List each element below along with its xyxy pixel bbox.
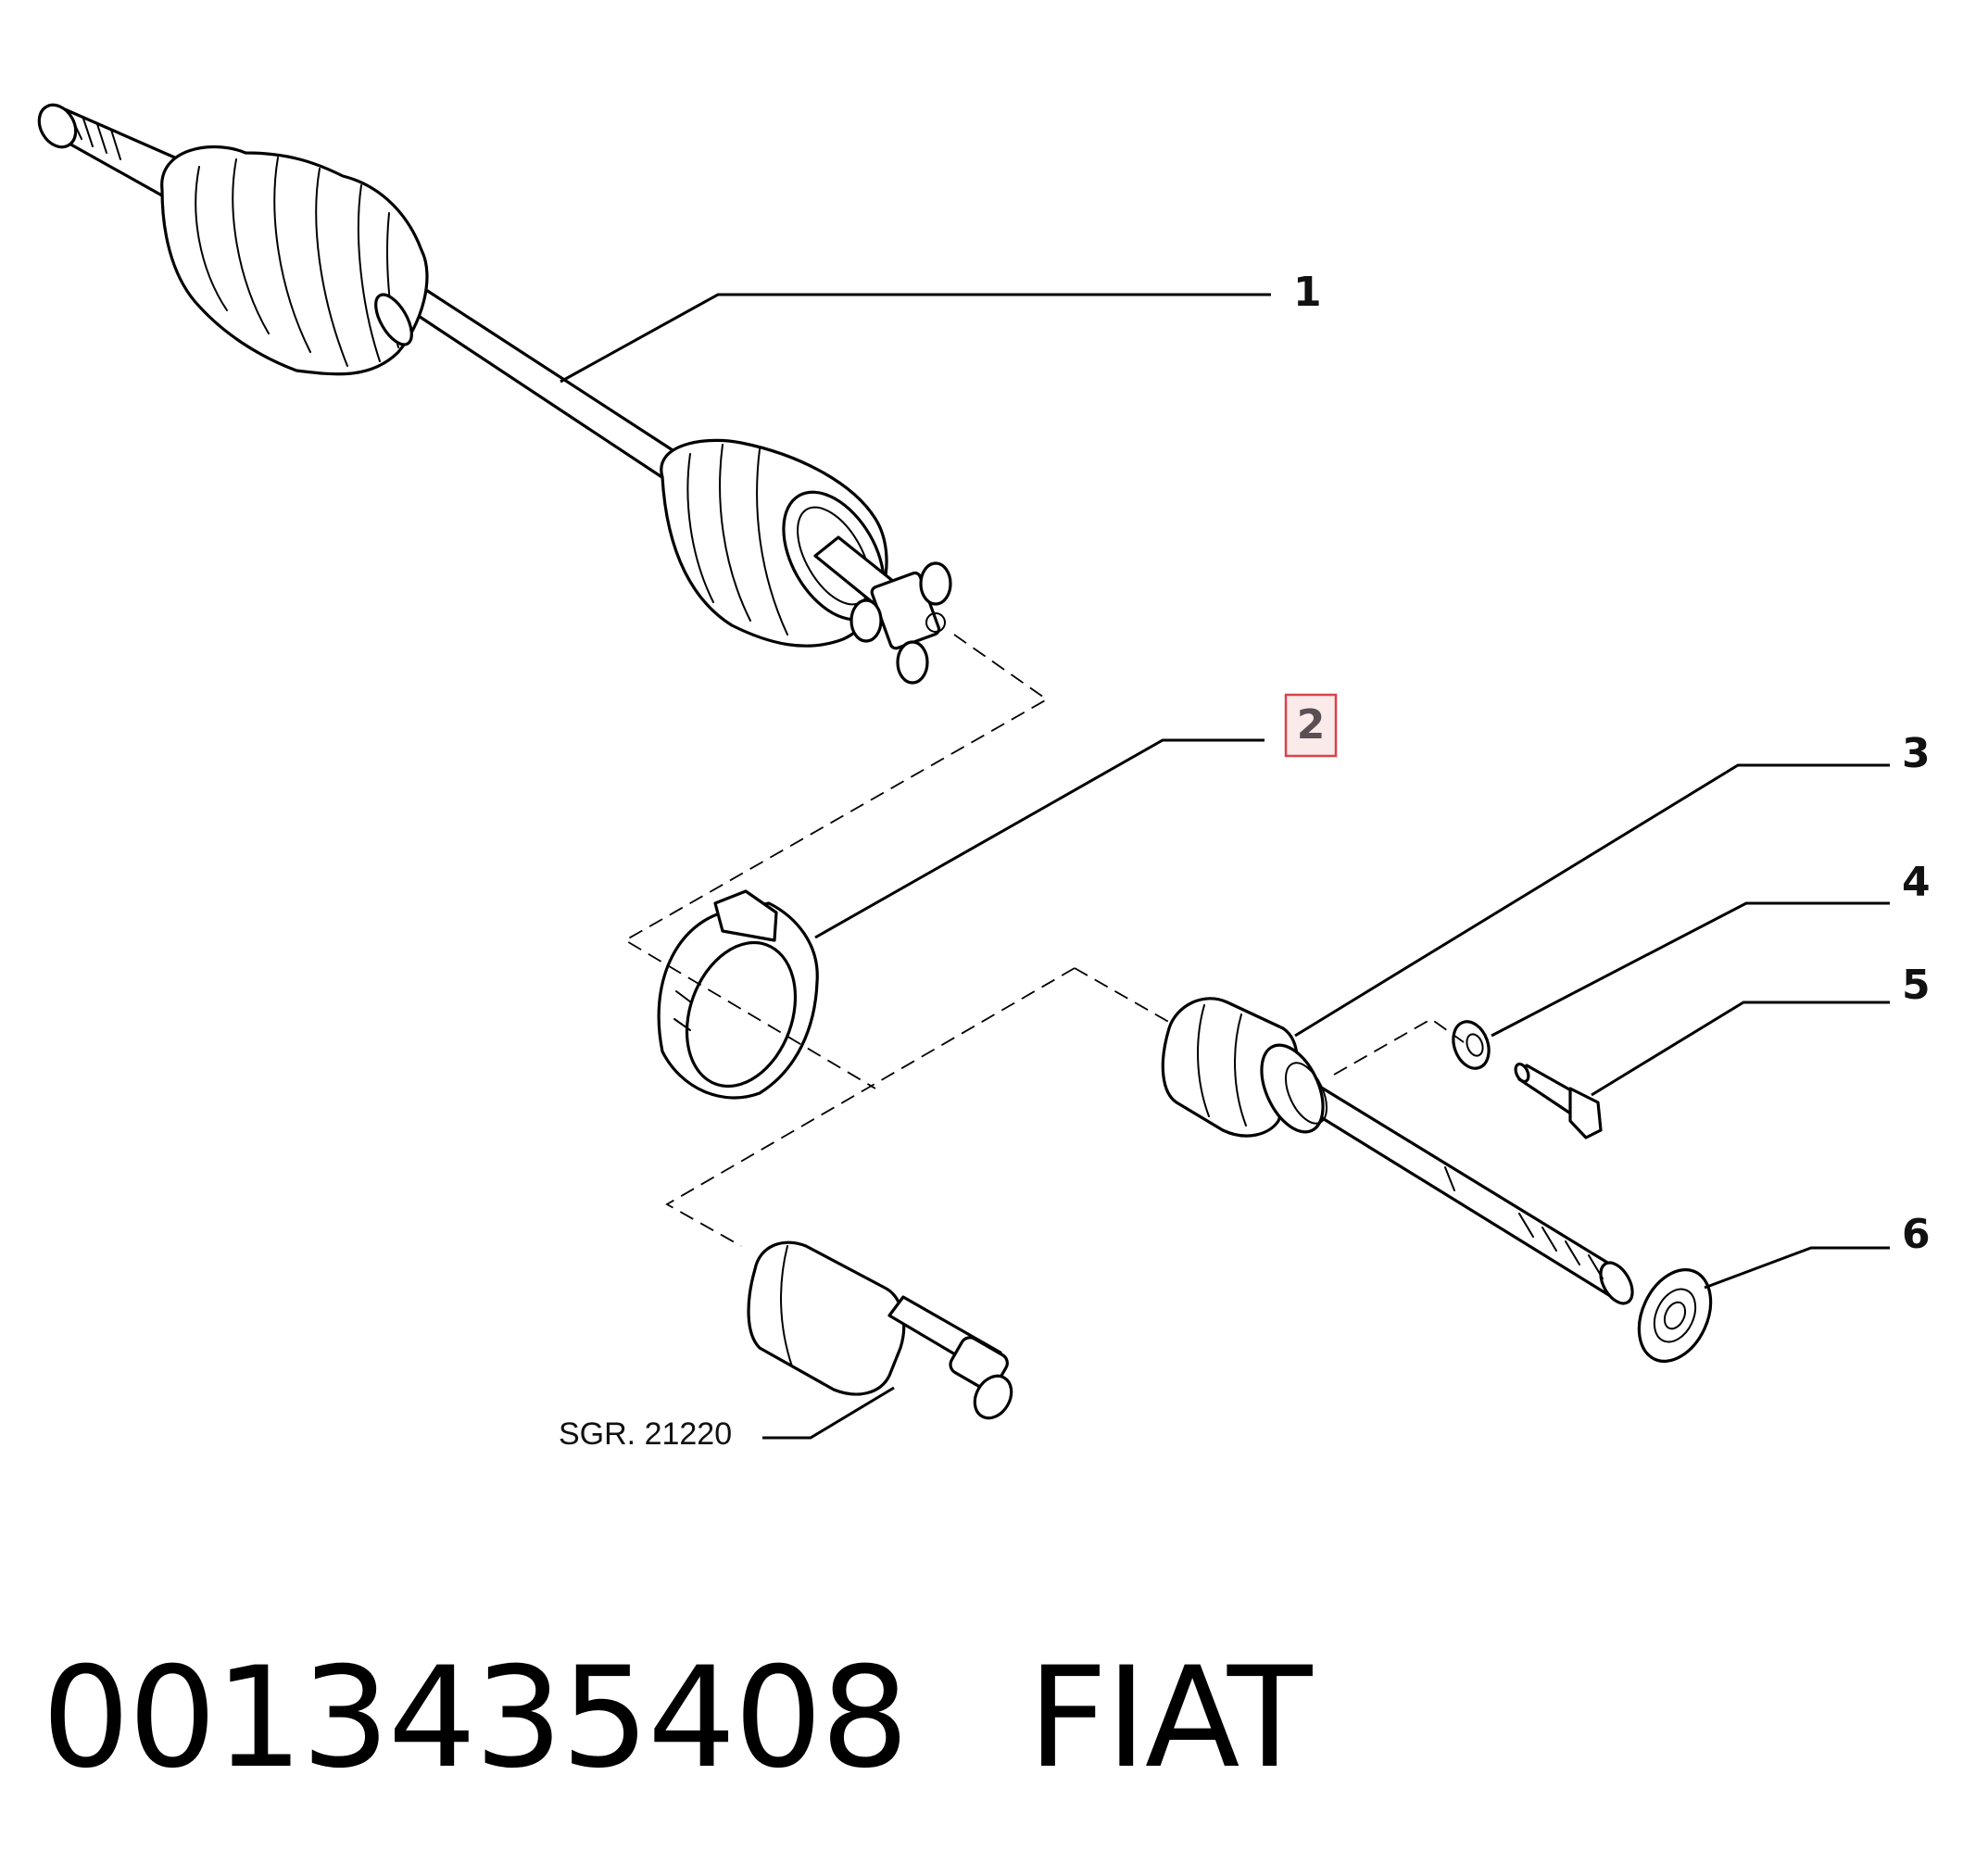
leader-lines bbox=[560, 293, 1890, 1440]
referenced-joint[interactable] bbox=[747, 1240, 1019, 1425]
callout-1[interactable]: 1 bbox=[1293, 269, 1322, 316]
washer[interactable] bbox=[1447, 1016, 1495, 1073]
seal-ring[interactable] bbox=[1625, 1258, 1724, 1373]
section-reference-label[interactable]: SGR. 21220 bbox=[559, 1416, 732, 1452]
part-identification: 0013435408 FIAT bbox=[42, 1638, 1312, 1799]
bolt[interactable] bbox=[1513, 1062, 1603, 1139]
drive-shaft-assembly[interactable] bbox=[31, 98, 952, 685]
callout-3[interactable]: 3 bbox=[1902, 730, 1931, 777]
brand-name: FIAT bbox=[1027, 1638, 1312, 1799]
clamp-band[interactable] bbox=[657, 889, 819, 1101]
callout-2[interactable]: 2 bbox=[1297, 701, 1326, 749]
callout-4[interactable]: 4 bbox=[1902, 859, 1931, 906]
inner-joint-shaft[interactable] bbox=[1161, 997, 1639, 1309]
callout-6[interactable]: 6 bbox=[1902, 1211, 1931, 1258]
callout-5[interactable]: 5 bbox=[1902, 962, 1931, 1009]
alignment-dashes bbox=[623, 634, 1465, 1247]
part-number: 0013435408 bbox=[42, 1638, 909, 1799]
selected-callout-highlight bbox=[1284, 693, 1338, 758]
